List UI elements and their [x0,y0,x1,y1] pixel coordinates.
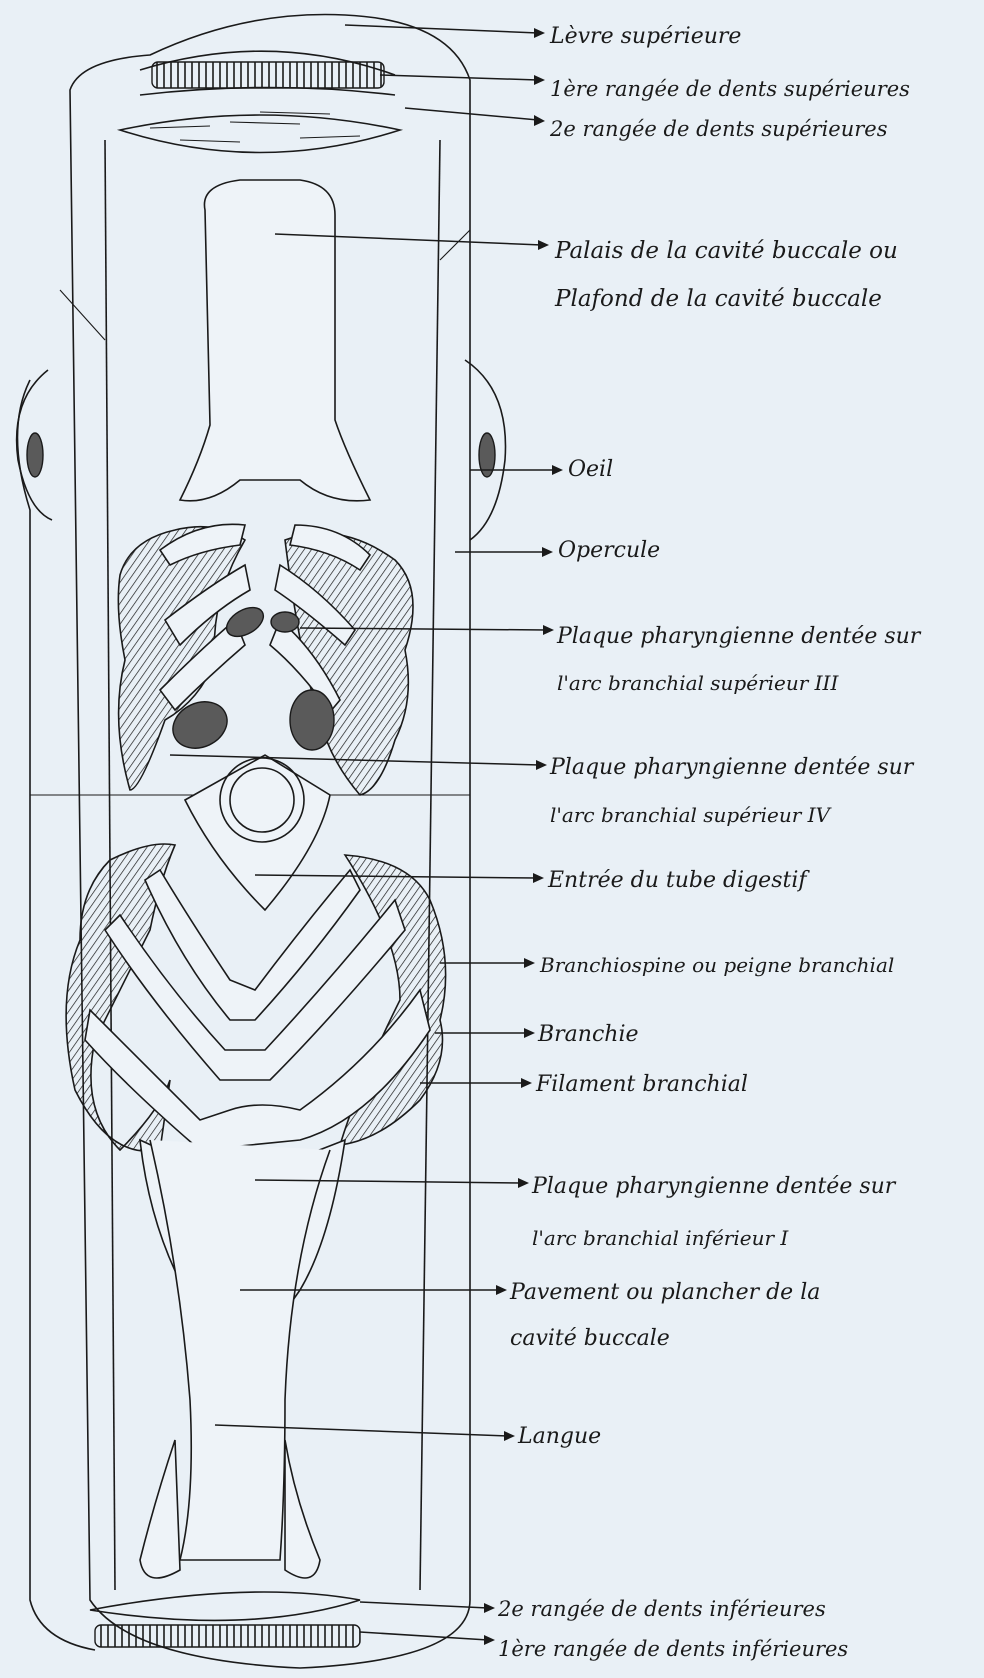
label-rangee2-sup: 2e rangée de dents supérieures [550,114,887,144]
upper-lip [120,51,400,152]
label-levre-superieure: Lèvre supérieure [550,22,741,52]
label-palais-2: Plafond de la cavité buccale [555,284,882,314]
eye-left [17,370,52,520]
label-pavement-1: Pavement ou plancher de la [510,1278,820,1308]
label-plaqueinf-2: l'arc branchial inférieur I [532,1223,788,1253]
label-entree: Entrée du tube digestif [548,866,807,896]
label-oeil: Oeil [568,455,613,485]
label-rangee1-sup: 1ère rangée de dents supérieures [550,74,910,104]
label-branchie: Branchie [538,1020,639,1050]
label-opercule: Opercule [558,536,660,566]
label-filament: Filament branchial [536,1070,748,1100]
label-branchiospine: Branchiospine ou peigne branchial [540,950,894,980]
eye-right [465,360,506,540]
label-rangee1-inf: 1ère rangée de dents inférieures [498,1634,848,1664]
label-plaque4-1: Plaque pharyngienne dentée sur [550,753,913,783]
tongue [140,1140,330,1578]
label-pavement-2: cavité buccale [510,1324,670,1354]
palate [180,180,370,501]
label-plaque4-2: l'arc branchial supérieur IV [550,800,830,830]
label-plaque3-1: Plaque pharyngienne dentée sur [557,622,920,652]
upper-branchial-arches [118,524,413,795]
label-plaqueinf-1: Plaque pharyngienne dentée sur [532,1172,895,1202]
label-rangee2-inf: 2e rangée de dents inférieures [498,1594,826,1624]
digestive-tube-entrance [185,755,330,910]
lower-teeth [90,1592,360,1647]
label-plaque3-2: l'arc branchial supérieur III [557,668,838,698]
label-palais-1: Palais de la cavité buccale ou [555,236,898,266]
label-langue: Langue [518,1422,601,1452]
